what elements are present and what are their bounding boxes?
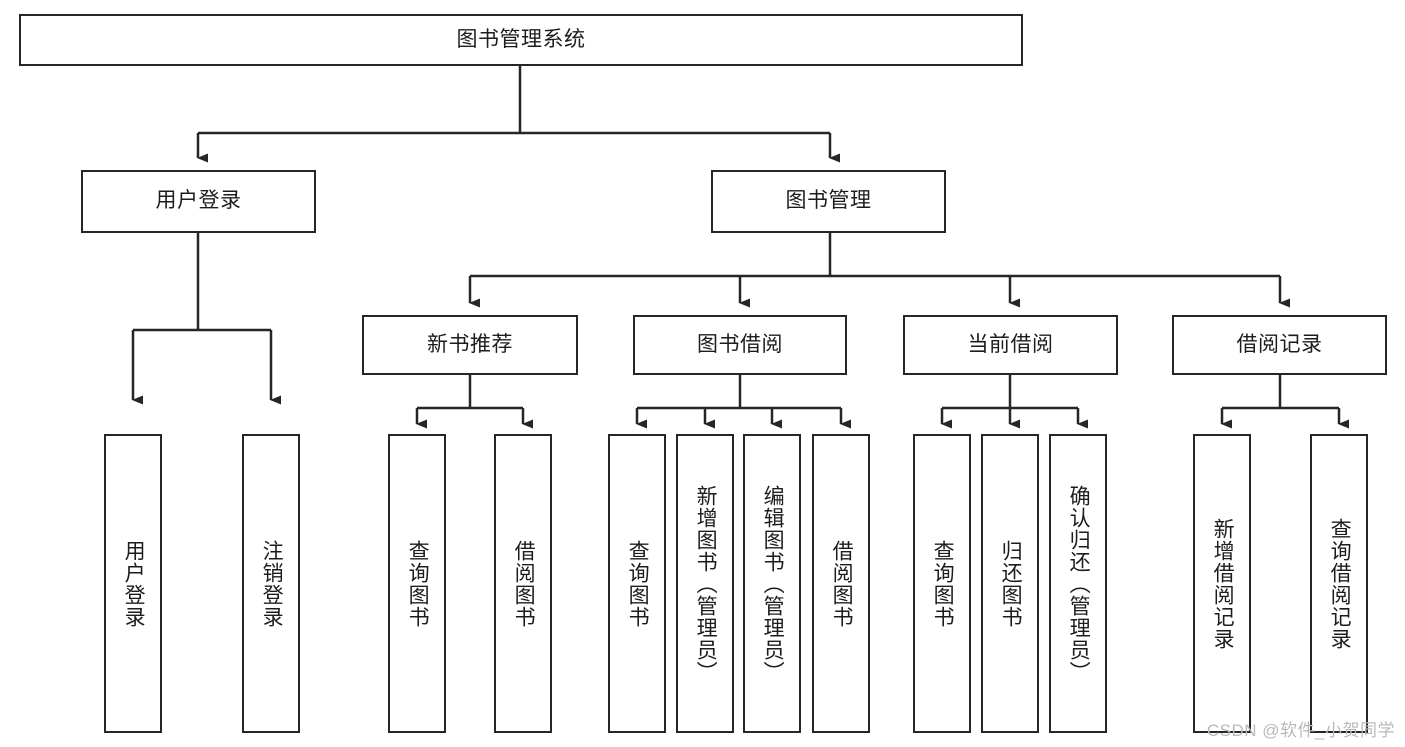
node-label: 编辑图书（管理员）: [761, 484, 785, 683]
node-label: 确认归还（管理员）: [1067, 484, 1091, 683]
node-label: 借阅图书: [512, 539, 536, 628]
leaf-query-books-borrow[interactable]: 查询图书: [608, 434, 666, 733]
node-new-book-recommend[interactable]: 新书推荐: [362, 315, 578, 375]
node-label: 借阅记录: [1236, 332, 1323, 356]
node-label: 图书借阅: [697, 332, 783, 356]
node-label: 当前借阅: [967, 332, 1054, 356]
leaf-add-borrow-record[interactable]: 新增借阅记录: [1193, 434, 1251, 733]
node-label: 用户登录: [155, 189, 242, 213]
node-label: 图书管理: [785, 189, 872, 213]
node-label: 新增借阅记录: [1211, 517, 1235, 650]
node-label: 查询图书: [406, 539, 430, 628]
leaf-query-borrow-record[interactable]: 查询借阅记录: [1310, 434, 1368, 733]
node-label: 注销登录: [260, 539, 284, 628]
leaf-confirm-return-admin[interactable]: 确认归还（管理员）: [1049, 434, 1107, 733]
leaf-user-login[interactable]: 用户登录: [104, 434, 162, 733]
watermark-text: CSDN @软件_小贺同学: [1206, 721, 1395, 740]
node-label: 用户登录: [122, 539, 146, 628]
leaf-edit-book-admin[interactable]: 编辑图书（管理员）: [743, 434, 801, 733]
leaf-borrow-books[interactable]: 借阅图书: [812, 434, 870, 733]
node-current-borrow[interactable]: 当前借阅: [903, 315, 1118, 375]
node-book-management[interactable]: 图书管理: [711, 170, 946, 233]
node-root-system[interactable]: 图书管理系统: [19, 14, 1023, 66]
leaf-logout[interactable]: 注销登录: [242, 434, 300, 733]
leaf-query-books-recommend[interactable]: 查询图书: [388, 434, 446, 733]
node-book-borrow[interactable]: 图书借阅: [633, 315, 847, 375]
node-label: 图书管理系统: [456, 27, 586, 51]
leaf-add-book-admin[interactable]: 新增图书（管理员）: [676, 434, 734, 733]
node-label: 新书推荐: [427, 332, 513, 356]
node-label: 借阅图书: [830, 539, 854, 628]
leaf-query-books-current[interactable]: 查询图书: [913, 434, 971, 733]
node-borrow-records[interactable]: 借阅记录: [1172, 315, 1387, 375]
node-user-login[interactable]: 用户登录: [81, 170, 316, 233]
node-label: 查询借阅记录: [1328, 517, 1352, 650]
leaf-return-books[interactable]: 归还图书: [981, 434, 1039, 733]
node-label: 查询图书: [626, 539, 650, 628]
node-label: 归还图书: [999, 539, 1023, 628]
leaf-borrow-books-recommend[interactable]: 借阅图书: [494, 434, 552, 733]
node-label: 新增图书（管理员）: [694, 484, 718, 683]
node-label: 查询图书: [931, 539, 955, 628]
